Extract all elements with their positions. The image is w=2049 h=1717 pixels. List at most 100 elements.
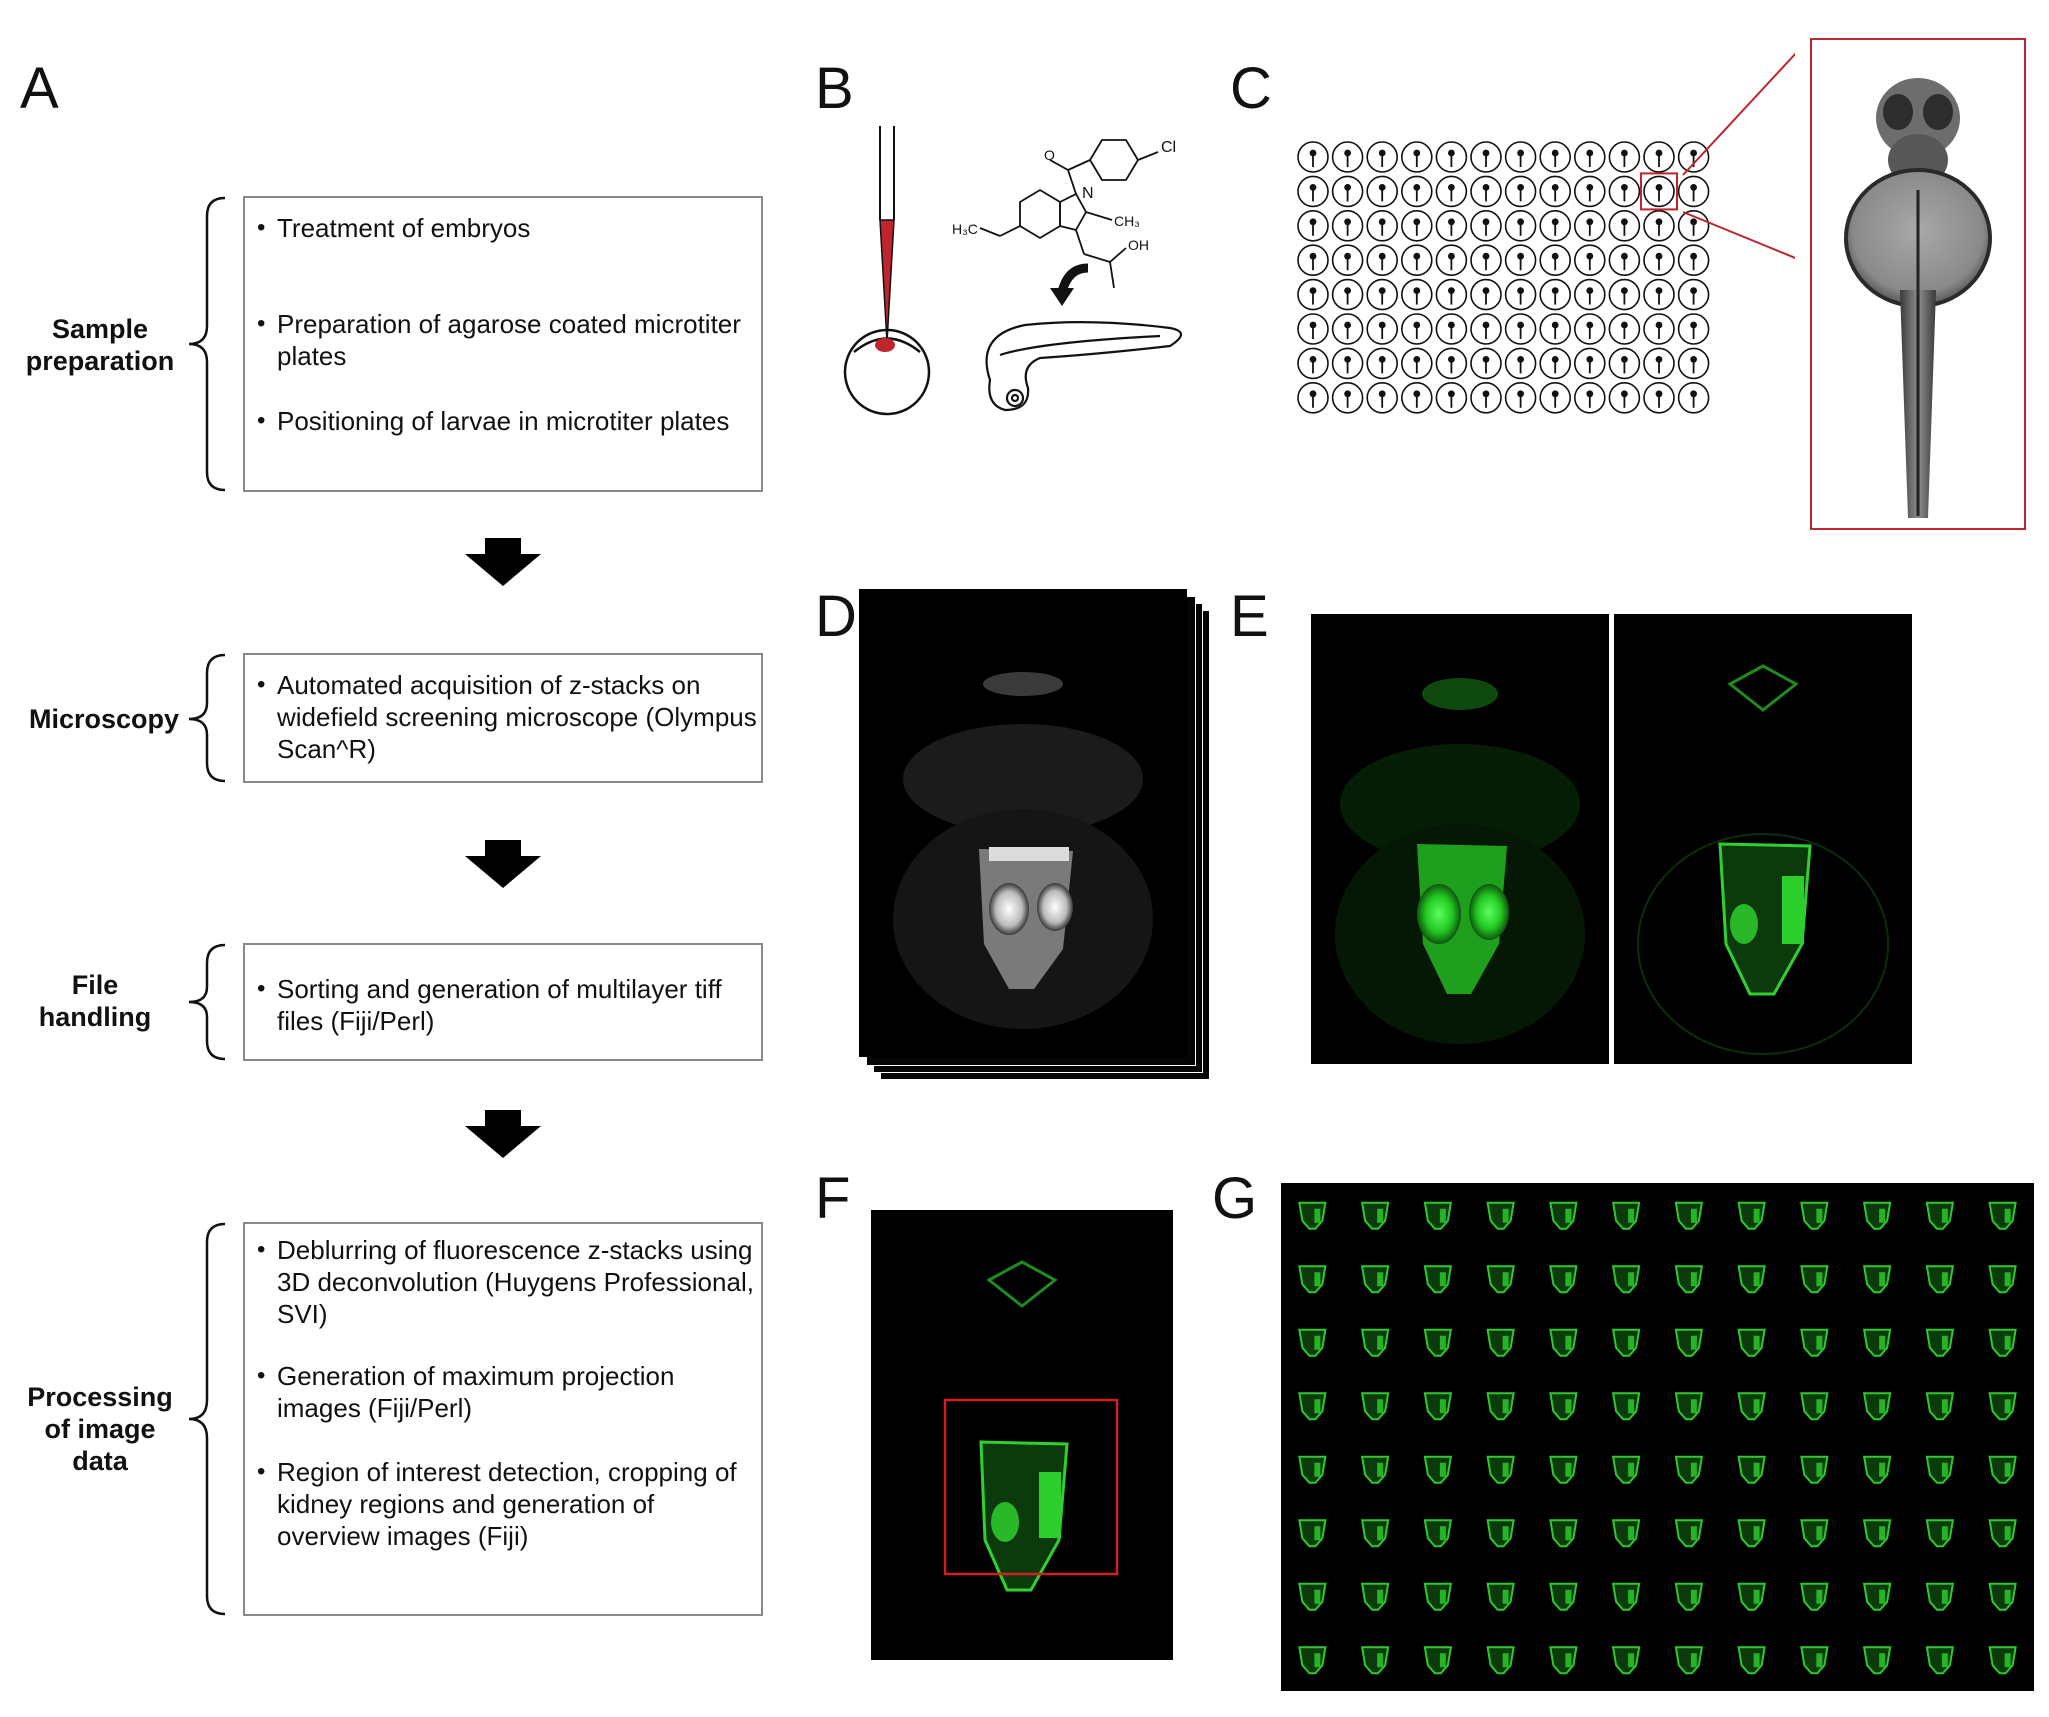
kidney-thumbnail xyxy=(1925,1392,1955,1421)
kidney-thumbnail xyxy=(1549,1265,1578,1294)
plate-well xyxy=(1643,175,1675,208)
plate-well xyxy=(1504,210,1537,242)
plate-well xyxy=(1401,141,1433,173)
plate-well xyxy=(1366,381,1398,414)
kidney-thumbnail xyxy=(1800,1392,1829,1421)
injection-needle-icon xyxy=(879,126,895,343)
kidney-thumbnail xyxy=(1360,1265,1390,1294)
kidney-thumbnail xyxy=(1298,1328,1327,1357)
plate-well xyxy=(1573,347,1606,380)
kidney-thumbnail xyxy=(1360,1392,1390,1421)
kidney-thumbnail xyxy=(1486,1201,1515,1230)
plate-well xyxy=(1573,175,1606,208)
brace-sample-preparation xyxy=(188,196,226,492)
bullet-text: Deblurring of fluorescence z-stacks usin… xyxy=(257,1234,757,1330)
plate-well xyxy=(1677,244,1710,276)
plate-well xyxy=(1331,244,1364,276)
kidney-thumbnail xyxy=(1298,1392,1327,1421)
kidney-thumbnail xyxy=(1674,1328,1704,1357)
step-box-sample-preparation: Treatment of embryos Preparation of agar… xyxy=(243,196,763,492)
kidney-thumbnail xyxy=(1549,1392,1578,1421)
kidney-thumbnail xyxy=(1298,1455,1327,1484)
kidney-thumbnail xyxy=(1486,1582,1515,1611)
kidney-thumbnail xyxy=(1486,1392,1515,1421)
kidney-thumbnail xyxy=(1925,1265,1955,1294)
kidney-thumbnail xyxy=(1674,1455,1704,1484)
kidney-thumbnail xyxy=(1298,1582,1327,1611)
plate-well xyxy=(1366,175,1398,208)
plate-well xyxy=(1366,278,1398,311)
stage-label-microscopy: Microscopy xyxy=(28,704,180,734)
plate-well xyxy=(1643,278,1675,311)
kidney-thumbnail xyxy=(1611,1455,1641,1484)
plate-well xyxy=(1470,210,1502,242)
plate-well xyxy=(1470,347,1502,380)
plate-well xyxy=(1608,313,1641,345)
kidney-thumbnail xyxy=(1549,1201,1578,1230)
plate-well xyxy=(1297,175,1329,208)
panel-label-e: E xyxy=(1230,584,1269,649)
kidney-thumbnail xyxy=(1423,1328,1453,1357)
kidney-thumbnail xyxy=(1737,1328,1766,1357)
kidney-thumbnail xyxy=(1611,1519,1641,1548)
plate-well xyxy=(1677,175,1710,208)
kidney-thumbnail xyxy=(1674,1392,1704,1421)
bullet-text: Positioning of larvae in microtiter plat… xyxy=(257,405,757,437)
kidney-thumbnail xyxy=(1674,1582,1704,1611)
kidney-thumbnail xyxy=(1674,1201,1704,1230)
kidney-thumbnail xyxy=(1737,1455,1766,1484)
bullet-text: Automated acquisition of z-stacks on wid… xyxy=(257,669,757,765)
raw-fluorescence-image xyxy=(1311,614,1609,1064)
bullet-text: Sorting and generation of multilayer tif… xyxy=(257,973,757,1037)
chem-label-n: N xyxy=(1082,185,1094,202)
kidney-thumbnail xyxy=(1549,1646,1578,1675)
chem-label-h3c: H₃C xyxy=(952,221,978,237)
plate-well xyxy=(1435,381,1468,414)
chem-label-cl: Cl xyxy=(1161,139,1176,156)
plate-well xyxy=(1643,210,1675,242)
kidney-thumbnail xyxy=(1988,1455,2017,1484)
plate-well xyxy=(1366,347,1398,380)
deconvolved-fluorescence-image xyxy=(1614,614,1912,1064)
kidney-thumbnail xyxy=(1925,1519,1955,1548)
plate-well xyxy=(1643,244,1675,276)
plate-well xyxy=(1573,244,1606,276)
plate-well xyxy=(1366,141,1398,173)
stage-label-processing: Processing of image data xyxy=(27,1382,173,1476)
kidney-thumbnail xyxy=(1549,1328,1578,1357)
plate-well xyxy=(1297,381,1329,414)
kidney-thumbnail xyxy=(1360,1455,1390,1484)
kidney-thumbnail xyxy=(1298,1519,1327,1548)
plate-well xyxy=(1677,381,1710,414)
kidney-thumbnail xyxy=(1423,1582,1453,1611)
kidney-thumbnail xyxy=(1360,1201,1390,1230)
plate-well xyxy=(1435,210,1468,242)
plate-well xyxy=(1608,175,1641,208)
kidney-thumbnail xyxy=(1800,1582,1829,1611)
kidney-thumbnail xyxy=(1486,1265,1515,1294)
plate-well xyxy=(1401,210,1433,242)
plate-well xyxy=(1643,381,1675,414)
kidney-thumbnail xyxy=(1360,1646,1390,1675)
plate-well xyxy=(1435,141,1468,173)
grayscale-zstack-image xyxy=(859,589,1187,1057)
plate-well xyxy=(1643,313,1675,345)
kidney-thumbnail xyxy=(1611,1201,1641,1230)
kidney-thumbnail xyxy=(1611,1582,1641,1611)
plate-well xyxy=(1470,244,1502,276)
kidney-thumbnail xyxy=(1800,1328,1829,1357)
plate-well xyxy=(1435,244,1468,276)
plate-well xyxy=(1504,381,1537,414)
plate-well xyxy=(1366,210,1398,242)
plate-well xyxy=(1677,347,1710,380)
kidney-thumbnail xyxy=(1486,1519,1515,1548)
kidney-thumbnail xyxy=(1611,1646,1641,1675)
kidney-thumbnail xyxy=(1800,1201,1829,1230)
kidney-thumbnail xyxy=(1800,1646,1829,1675)
plate-well xyxy=(1331,347,1364,380)
kidney-thumbnail xyxy=(1486,1455,1515,1484)
plate-well xyxy=(1573,278,1606,311)
kidney-thumbnail xyxy=(1674,1265,1704,1294)
kidney-thumbnail xyxy=(1862,1392,1892,1421)
roi-rectangle xyxy=(943,1398,1119,1576)
